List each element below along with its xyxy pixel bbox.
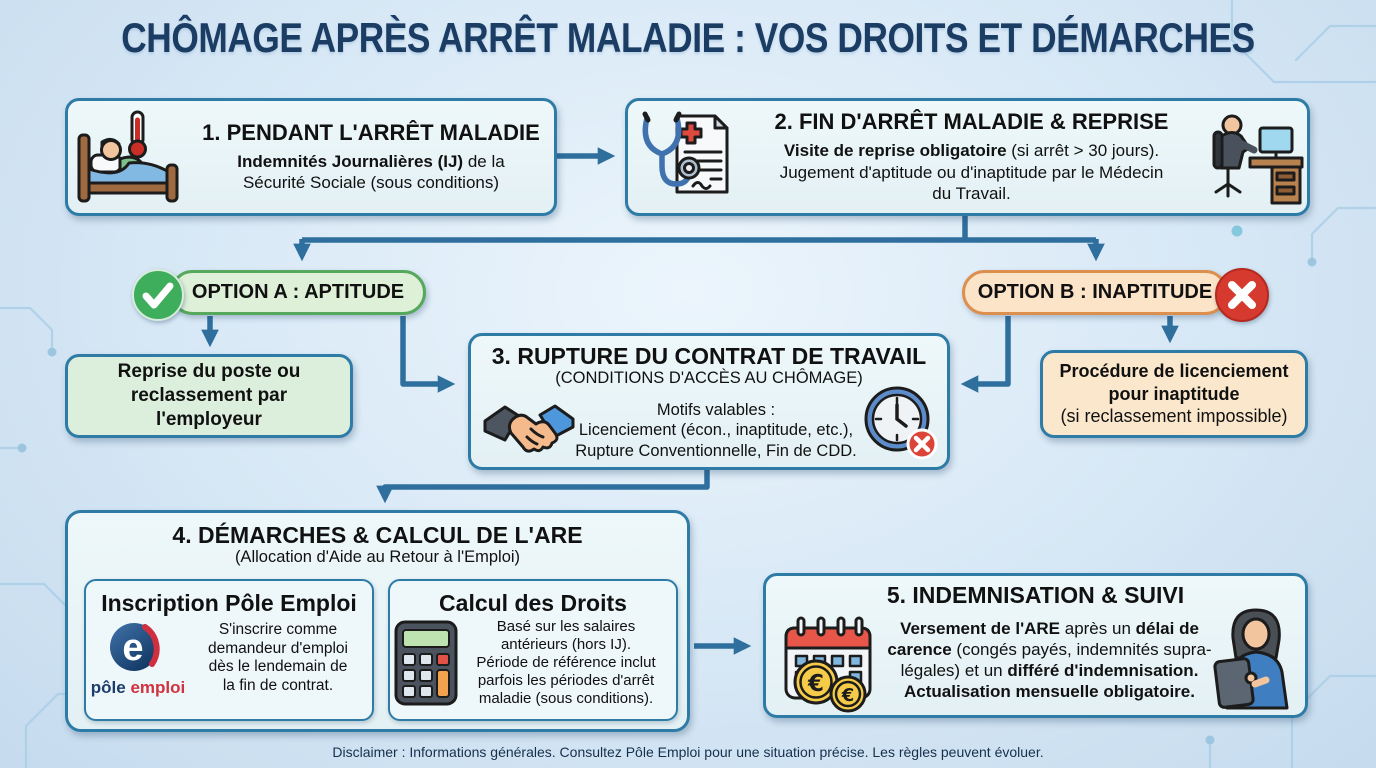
step4-box: 4. DÉMARCHES & CALCUL DE L'ARE (Allocati…: [65, 510, 690, 732]
stethoscope-document-icon: [642, 111, 729, 194]
cross-icon: [1215, 268, 1269, 322]
inscription-pole-emploi-card: Inscription Pôle Emploi e pô: [84, 579, 374, 721]
svg-text:€: €: [841, 685, 855, 706]
advisor-tablet-icon: [1213, 608, 1289, 710]
inscription-title: Inscription Pôle Emploi: [101, 590, 357, 616]
disclaimer-text: Disclaimer : Informations générales. Con…: [332, 744, 1044, 760]
step1-box: 1. PENDANT L'ARRÊT MALADIE Indemnités Jo…: [65, 98, 557, 216]
clock-deadline-icon: [864, 386, 938, 460]
pole-emploi-wordmark: pôle emploi: [90, 678, 186, 698]
option-b-pill: OPTION B : INAPTITUDE: [962, 268, 1269, 322]
doctor-at-desk-icon: [1212, 114, 1304, 205]
calcul-title: Calcul des Droits: [439, 590, 627, 616]
step2-title: 2. FIN D'ARRÊT MALADIE & REPRISE: [774, 109, 1169, 135]
sick-person-in-bed-icon: [77, 110, 179, 203]
step4-title: 4. DÉMARCHES & CALCUL DE L'ARE: [172, 522, 583, 548]
option-b-label: OPTION B : INAPTITUDE: [977, 281, 1213, 303]
step3-title: 3. RUPTURE DU CONTRAT DE TRAVAIL: [491, 343, 927, 369]
pole-emploi-logo-letter: e: [122, 627, 143, 669]
step1-title: 1. PENDANT L'ARRÊT MALADIE: [202, 119, 540, 145]
step4-subtitle: (Allocation d'Aide au Retour à l'Emploi): [234, 548, 521, 567]
svg-text:€: €: [807, 671, 824, 697]
check-icon: [132, 269, 184, 321]
step3-subtitle: (CONDITIONS D'ACCÈS AU CHÔMAGE): [555, 369, 863, 388]
page-title: CHÔMAGE APRÈS ARRÊT MALADIE : VOS DROITS…: [121, 14, 1255, 61]
calculator-icon: [394, 620, 458, 706]
calcul-droits-card: Calcul des Droits: [388, 579, 678, 721]
pole-emploi-logo: e: [110, 623, 160, 672]
calendar-euro-icon: € €: [784, 616, 872, 713]
option-a-pill: OPTION A : APTITUDE: [132, 269, 426, 321]
step3-body: Motifs valables :Licenciement (écon., in…: [575, 401, 857, 460]
step3-box: 3. RUPTURE DU CONTRAT DE TRAVAIL (CONDIT…: [468, 333, 950, 470]
step5-box: 5. INDEMNISATION & SUIVI Versement de l'…: [763, 573, 1308, 718]
step2-body: Visite de reprise obligatoire (si arrêt …: [779, 141, 1164, 203]
step5-title: 5. INDEMNISATION & SUIVI: [886, 582, 1185, 608]
handshake-icon: [483, 404, 575, 453]
option-a-label: OPTION A : APTITUDE: [191, 281, 405, 303]
step2-box: 2. FIN D'ARRÊT MALADIE & REPRISE Visite …: [625, 98, 1310, 216]
